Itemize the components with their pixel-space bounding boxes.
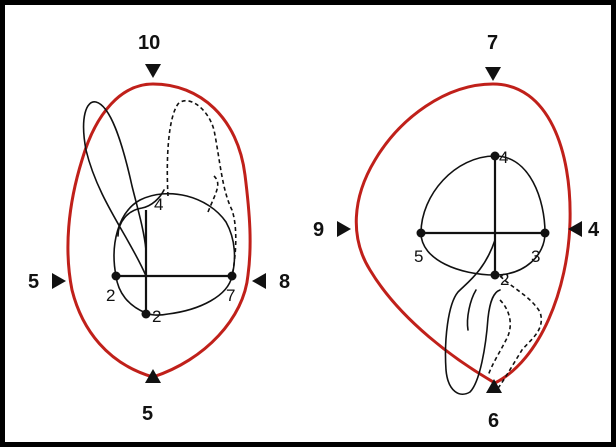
left-left-triangle-arrow-icon — [52, 273, 66, 289]
right-point-5-dot-icon — [416, 228, 426, 238]
right-point-2-dot-icon — [490, 270, 500, 280]
right-point-label-5: 5 — [414, 247, 423, 266]
right-trace-main — [420, 155, 546, 276]
left-point-7-dot-icon — [227, 271, 237, 281]
left-point-label-2b: 2 — [152, 307, 161, 326]
right-trace-dashed — [494, 275, 543, 393]
right-boundary-outline — [354, 82, 572, 385]
left-trace-dashed-inner — [207, 175, 219, 213]
right-top-triangle-arrow-icon — [485, 67, 501, 81]
right-point-label-4: 4 — [499, 148, 508, 167]
diagram-canvas: 4 2 2 7 10 5 8 5 4 5 3 2 7 9 4 — [28, 32, 600, 432]
left-right-triangle-arrow-icon — [252, 273, 266, 289]
left-point-2a-dot-icon — [111, 271, 121, 281]
right-trace-loop-inner — [466, 289, 477, 331]
left-point-label-2a: 2 — [106, 286, 115, 305]
right-point-label-3: 3 — [531, 247, 540, 266]
right-left-label: 9 — [313, 219, 324, 241]
left-diagram: 4 2 2 7 10 5 8 5 — [28, 32, 290, 425]
left-trace-dashed — [166, 99, 237, 277]
left-top-label: 10 — [138, 32, 160, 54]
left-bottom-label: 5 — [142, 403, 153, 425]
right-trace-dashed-inner — [487, 299, 512, 377]
right-right-label: 4 — [588, 219, 600, 241]
left-trace-loop — [82, 101, 147, 277]
left-point-label-7: 7 — [226, 286, 235, 305]
left-boundary-outline — [66, 82, 252, 379]
left-right-label: 8 — [279, 271, 290, 293]
right-top-label: 7 — [487, 32, 498, 54]
right-point-label-2: 2 — [500, 270, 509, 289]
left-trace-small-loop — [117, 189, 165, 237]
right-bottom-label: 6 — [488, 410, 499, 432]
left-top-triangle-arrow-icon — [145, 64, 161, 78]
right-point-3-dot-icon — [540, 228, 550, 238]
left-point-label-4: 4 — [154, 195, 163, 214]
right-point-4-dot-icon — [490, 151, 500, 161]
left-point-2b-dot-icon — [141, 309, 151, 319]
right-left-triangle-arrow-icon — [337, 221, 351, 237]
right-trace-loop — [444, 239, 501, 395]
left-left-label: 5 — [28, 271, 39, 293]
right-diagram: 4 5 3 2 7 9 4 6 — [313, 32, 600, 432]
